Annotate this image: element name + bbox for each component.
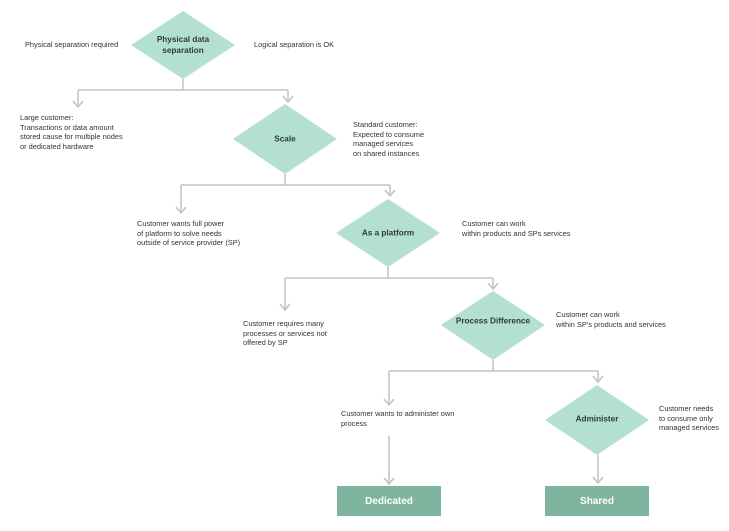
administer-right-label: Customer needs to consume only managed s…	[659, 404, 719, 433]
scale-right-line: Expected to consume	[353, 129, 425, 139]
physical-title-line2: separation	[162, 46, 204, 55]
physical-right-label: Logical separation is OK	[254, 40, 335, 49]
connector-platform	[284, 267, 494, 309]
process-right-label: Customer can work within SP's products a…	[556, 310, 666, 329]
platform-right-line: within products and SPs services	[462, 228, 571, 238]
scale-right-line: managed services	[353, 139, 413, 149]
process-right-line: Customer can work	[556, 310, 620, 319]
diamond-process-difference	[441, 291, 545, 360]
scale-left-label: Large customer: Transactions or data amo…	[20, 113, 123, 151]
administer-right-line: managed services	[659, 423, 719, 433]
administer-title: Administer	[575, 414, 619, 424]
process-difference-title: Process Difference	[455, 316, 531, 326]
scale-left-line: or dedicated hardware	[20, 141, 94, 151]
platform-left-line: of platform to solve needs	[137, 228, 222, 238]
shared-box: Shared	[545, 486, 649, 516]
physical-left-label: Physical separation required	[25, 40, 119, 49]
scale-left-line: Transactions or data amount	[20, 122, 114, 132]
scale-right-line: Standard customer:	[353, 120, 418, 129]
scale-left-line: Large customer:	[20, 113, 74, 122]
scale-left-line: stored cause for multiple nodes	[20, 132, 123, 142]
connector-process	[388, 360, 599, 404]
physical-title-line1: Physical data	[156, 35, 210, 44]
connectors	[72, 79, 604, 486]
platform-right-line: Customer can work	[462, 219, 526, 228]
diamond-scale	[233, 104, 337, 174]
dedicated-box: Dedicated	[337, 486, 441, 516]
process-right-line: within SP's products and services	[556, 319, 666, 329]
decision-diamonds	[131, 11, 649, 455]
administer-left-line: Customer wants to administer own	[341, 409, 455, 418]
diamond-as-a-platform	[336, 199, 440, 267]
platform-right-label: Customer can work within products and SP…	[462, 219, 570, 238]
platform-left-line: outside of service provider (SP)	[137, 238, 241, 248]
scale-title: Scale	[274, 134, 296, 144]
connector-physical	[77, 79, 289, 106]
diamond-administer	[545, 385, 649, 455]
platform-title: As a platform	[361, 228, 415, 238]
process-left-line: offered by SP	[243, 338, 288, 348]
platform-left-label: Customer wants full power of platform to…	[137, 219, 240, 248]
arrowheads	[72, 95, 604, 486]
scale-right-label: Standard customer: Expected to consume m…	[353, 120, 424, 158]
administer-left-line: process	[341, 418, 367, 428]
process-left-line: processes or services not	[243, 328, 327, 338]
administer-right-line: Customer needs	[659, 404, 714, 413]
diamond-physical-separation	[131, 11, 235, 79]
platform-left-line: Customer wants full power	[137, 219, 225, 228]
process-left-line: Customer requires many	[243, 319, 324, 328]
scale-right-line: on shared instances	[353, 148, 420, 158]
connector-scale	[180, 174, 391, 212]
physical-separation-title: Physical data separation	[157, 34, 209, 56]
administer-left-label: Customer wants to administer own process	[341, 409, 454, 428]
administer-right-line: to consume only	[659, 413, 713, 423]
process-left-label: Customer requires many processes or serv…	[243, 319, 327, 348]
